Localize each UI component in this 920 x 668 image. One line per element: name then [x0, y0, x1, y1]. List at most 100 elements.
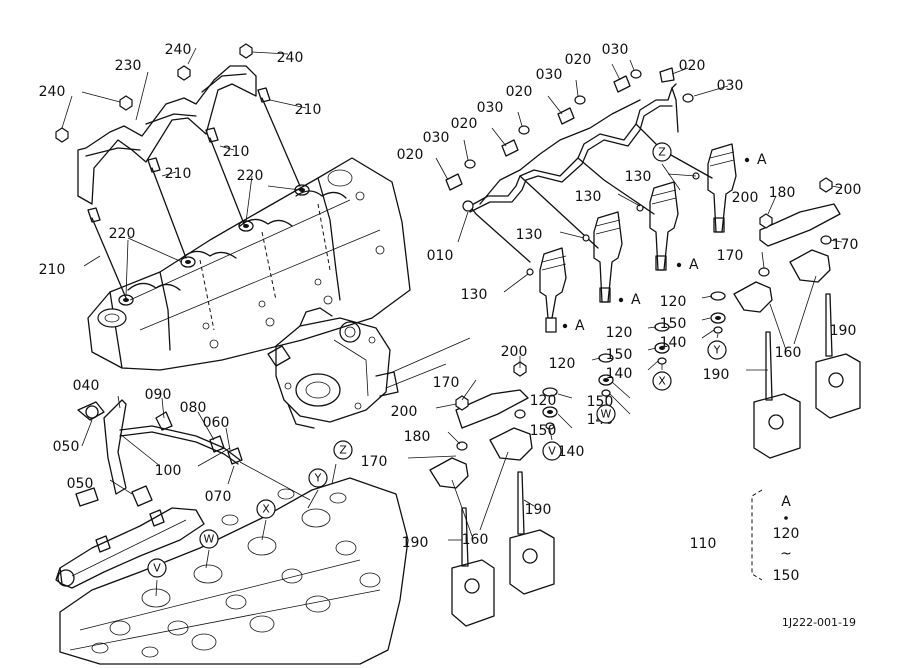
part-label-020: 020 [397, 147, 424, 163]
injector-3 [649, 181, 679, 271]
kit-marker-dot [676, 262, 682, 268]
part-label-050: 050 [67, 476, 94, 492]
callout-circle [652, 142, 672, 162]
part-label-190: 190 [525, 502, 552, 518]
part-label-220: 220 [237, 168, 264, 184]
part-label-070: 070 [205, 489, 232, 505]
callout-w: W [596, 404, 616, 424]
part-label-220: 220 [109, 226, 136, 242]
callout-letter: V [153, 562, 161, 575]
kit-marker-letter: A [689, 257, 699, 273]
part-label-200: 200 [732, 190, 759, 206]
figure-code: 1J222-001-19 [782, 616, 856, 629]
part-label-140: 140 [660, 335, 687, 351]
part-label-210: 210 [295, 102, 322, 118]
callout-w: W [199, 529, 219, 549]
part-label-190: 190 [830, 323, 857, 339]
callout-letter: Z [658, 146, 666, 159]
part-label-180: 180 [769, 185, 796, 201]
cylinder-head-cover [87, 157, 411, 371]
callout-circle [333, 440, 353, 460]
part-label-170: 170 [717, 248, 744, 264]
callout-y: Y [707, 340, 727, 360]
part-label-020: 020 [451, 116, 478, 132]
callout-circle [256, 499, 276, 519]
kit-marker: A [676, 257, 699, 273]
leader-lines [61, 47, 843, 597]
part-label-120: 120 [549, 356, 576, 372]
glow-plug-lead [55, 43, 257, 205]
kit-marker-dot [562, 323, 568, 329]
part-label-160: 160 [775, 345, 802, 361]
kit-marker-letter: A [631, 292, 641, 308]
fuel-leak-pipe [55, 399, 243, 589]
part-label-010: 010 [427, 248, 454, 264]
part-label-150: 150 [606, 347, 633, 363]
callout-letter: X [262, 503, 270, 516]
part-label-120: 120 [660, 294, 687, 310]
part-label-050: 050 [53, 439, 80, 455]
callout-circle [308, 468, 328, 488]
part-label-020: 020 [679, 58, 706, 74]
part-label-130: 130 [625, 169, 652, 185]
injector-clamp-right [733, 177, 861, 459]
part-label-100: 100 [155, 463, 182, 479]
kit-markers: A A A A [562, 152, 767, 334]
part-label-190: 190 [703, 367, 730, 383]
part-label-200: 200 [835, 182, 862, 198]
kit-marker-letter: A [757, 152, 767, 168]
part-label-030: 030 [717, 78, 744, 94]
callout-circle [199, 529, 219, 549]
callout-circle [147, 558, 167, 578]
part-label-030: 030 [536, 67, 563, 83]
part-label-200: 200 [391, 404, 418, 420]
part-label-200: 200 [501, 344, 528, 360]
callout-circle [652, 371, 672, 391]
part-label-040: 040 [73, 378, 100, 394]
part-label-170: 170 [433, 375, 460, 391]
callout-x: X [256, 499, 276, 519]
kit-legend-to: 150 [773, 568, 800, 584]
callout-letter: V [548, 445, 556, 458]
kit-marker: A [562, 318, 585, 334]
glow-plug-gaskets [118, 184, 310, 306]
part-label-110: 110 [690, 536, 717, 552]
part-label-210: 210 [165, 166, 192, 182]
cylinder-head [59, 477, 409, 665]
part-label-180: 180 [404, 429, 431, 445]
part-label-140: 140 [606, 366, 633, 382]
kit-marker-letter: A [575, 318, 585, 334]
part-label-190: 190 [402, 535, 429, 551]
part-label-060: 060 [203, 415, 230, 431]
kit-legend-letter: A [781, 494, 791, 510]
injection-pipes [469, 83, 713, 263]
part-label-090: 090 [145, 387, 172, 403]
callout-z: Z [652, 142, 672, 162]
kit-legend-from: 120 [773, 526, 800, 542]
callout-y: Y [308, 468, 328, 488]
part-label-020: 020 [565, 52, 592, 68]
callout-x: X [652, 371, 672, 391]
kit-marker-dot [618, 297, 624, 303]
part-label-240: 240 [39, 84, 66, 100]
callout-circle [707, 340, 727, 360]
kit-marker: A [744, 152, 767, 168]
part-label-170: 170 [832, 237, 859, 253]
fuel-injection-pump [267, 307, 399, 429]
part-label-130: 130 [461, 287, 488, 303]
part-label-120: 120 [530, 393, 557, 409]
callout-z: Z [333, 440, 353, 460]
callout-letter: X [658, 375, 666, 388]
glow-plugs [87, 87, 301, 299]
callout-circle [596, 404, 616, 424]
part-label-150: 150 [530, 423, 557, 439]
part-label-030: 030 [423, 130, 450, 146]
injector-2 [593, 211, 623, 303]
part-label-080: 080 [180, 400, 207, 416]
kit-legend-sep: ~ [780, 546, 792, 562]
injector-4 [707, 143, 737, 233]
callout-letter: Z [339, 444, 347, 457]
